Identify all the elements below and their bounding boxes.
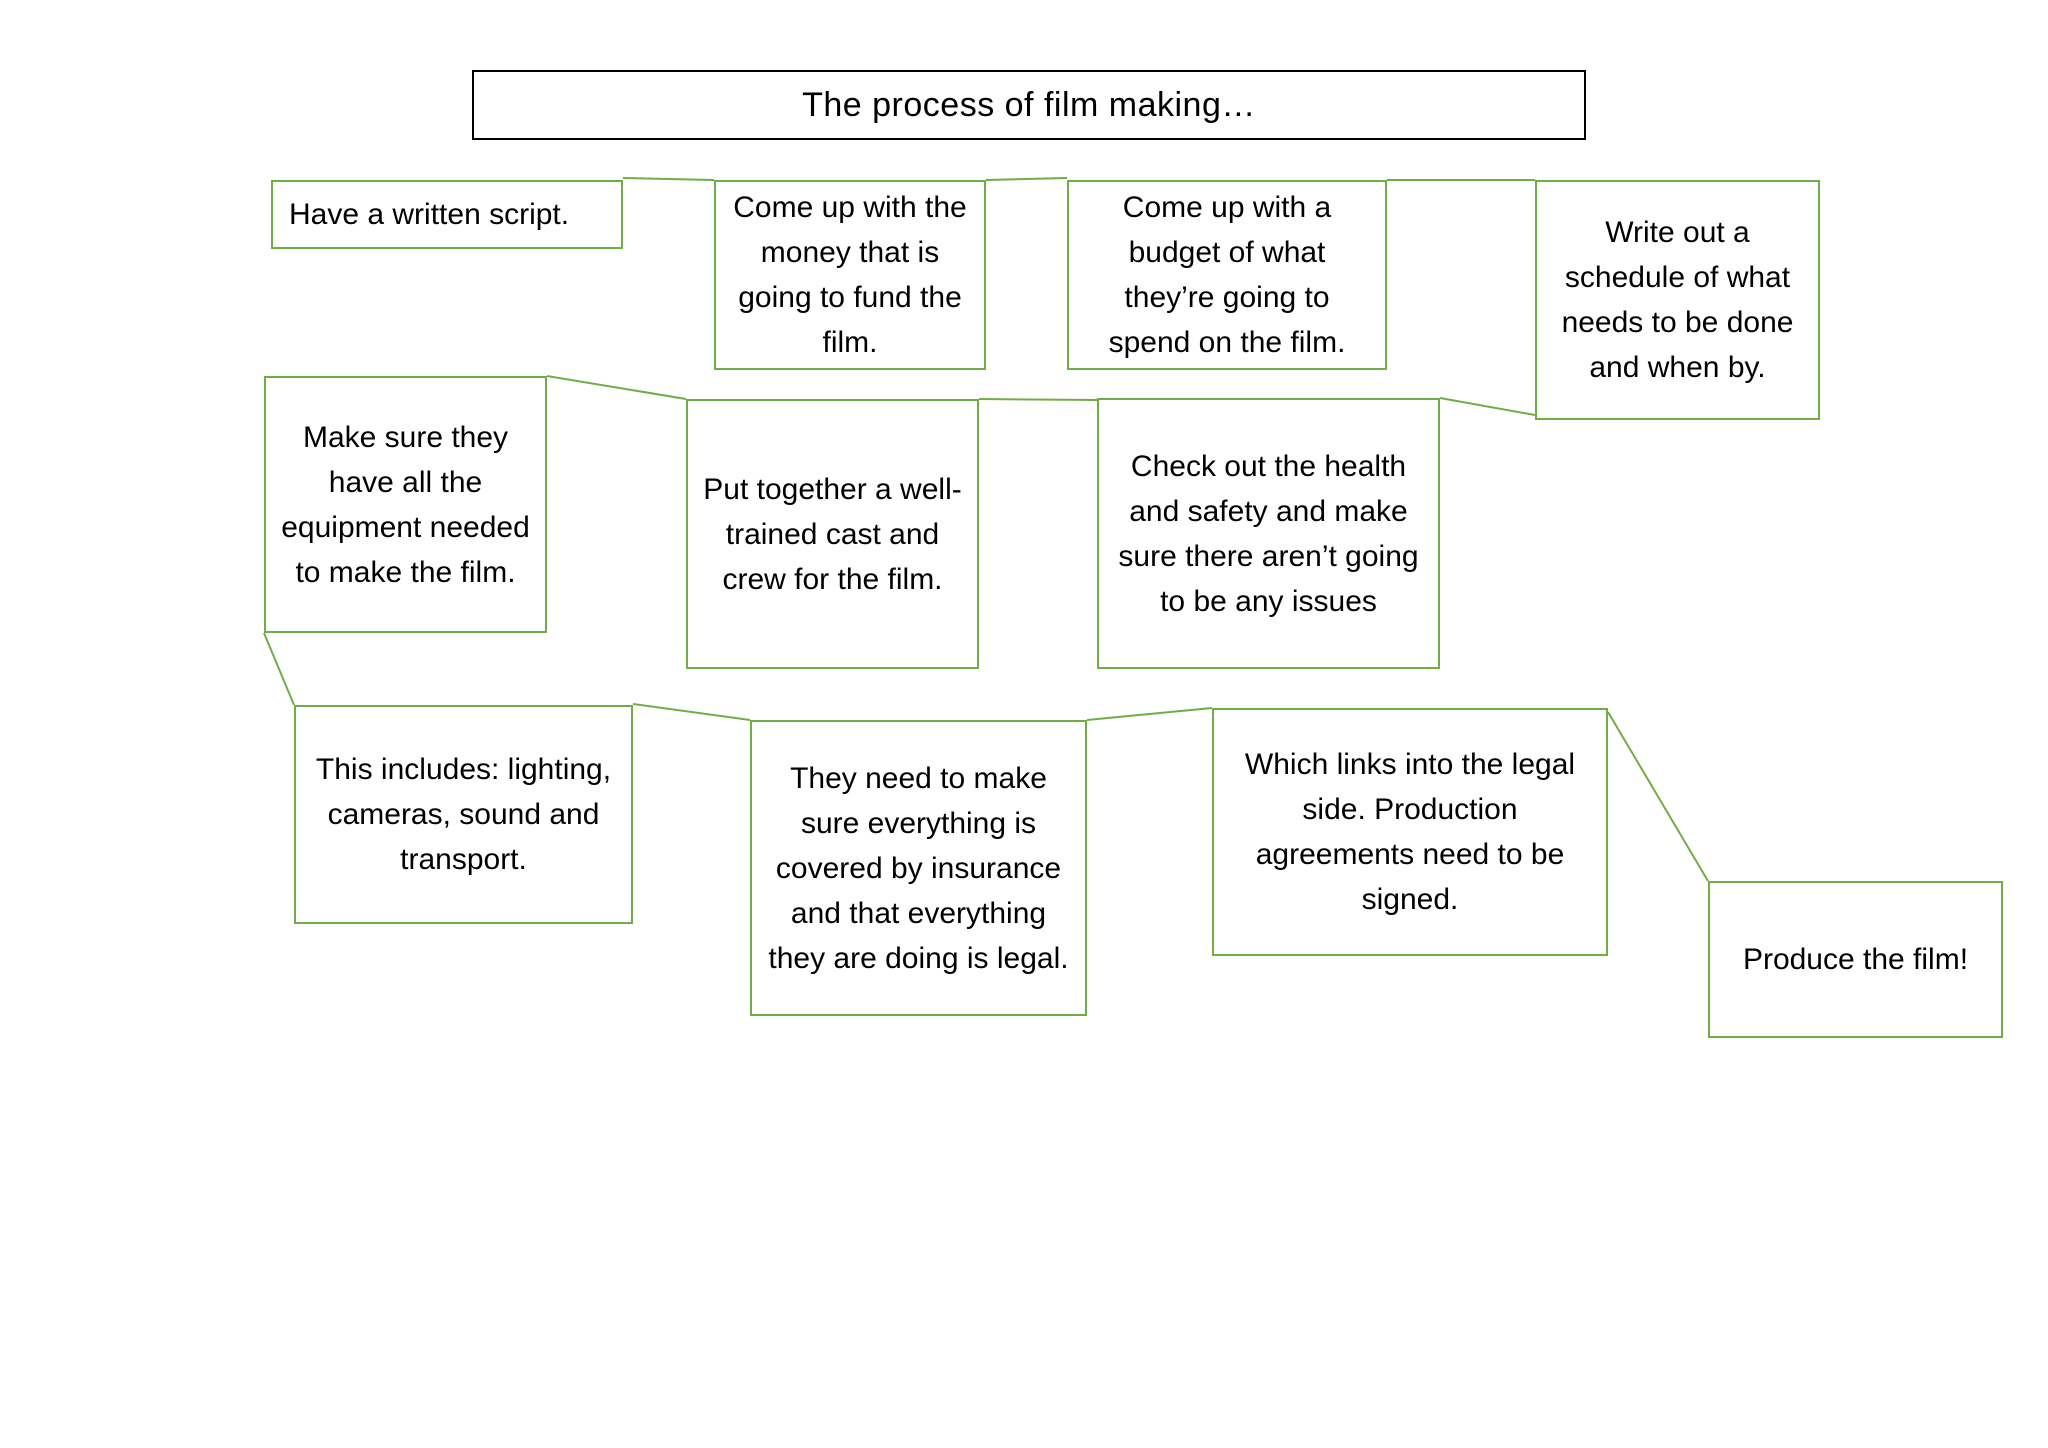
step-written-script: Have a written script. bbox=[271, 180, 623, 249]
step-equipment-includes: This includes: lighting, cameras, sound … bbox=[294, 705, 633, 924]
step-text: Check out the health and safety and make… bbox=[1118, 449, 1419, 618]
step-text: Come up with the money that is going to … bbox=[733, 191, 967, 359]
diagram-title: The process of film making… bbox=[472, 70, 1586, 140]
step-equipment: Make sure they have all the equipment ne… bbox=[264, 376, 547, 633]
step-text: This includes: lighting, cameras, sound … bbox=[315, 753, 612, 876]
step-produce-film: Produce the film! bbox=[1708, 881, 2003, 1038]
diagram-title-text: The process of film making… bbox=[802, 85, 1256, 124]
connector-s5-s8 bbox=[263, 632, 295, 706]
step-cast-crew: Put together a well-trained cast and cre… bbox=[686, 399, 979, 669]
step-insurance: They need to make sure everything is cov… bbox=[750, 720, 1087, 1016]
connector-s2-s3 bbox=[985, 177, 1068, 181]
step-text: Which links into the legal side. Product… bbox=[1244, 748, 1576, 916]
step-fund-money: Come up with the money that is going to … bbox=[714, 180, 986, 370]
connector-s7-s6 bbox=[978, 398, 1098, 401]
connector-s6-s5 bbox=[546, 375, 687, 400]
step-legal-agreements: Which links into the legal side. Product… bbox=[1212, 708, 1608, 956]
step-text: Come up with a budget of what they’re go… bbox=[1108, 191, 1346, 359]
step-health-safety: Check out the health and safety and make… bbox=[1097, 398, 1440, 669]
connector-s9-s10 bbox=[1086, 707, 1213, 721]
step-budget: Come up with a budget of what they’re go… bbox=[1067, 180, 1387, 370]
connector-s8-s9 bbox=[632, 703, 751, 721]
step-text: Have a written script. bbox=[289, 198, 570, 231]
connector-s4-s7 bbox=[1439, 397, 1536, 416]
connector-s10-s11 bbox=[1607, 711, 1709, 882]
step-text: Produce the film! bbox=[1742, 943, 1969, 976]
step-text: Make sure they have all the equipment ne… bbox=[281, 420, 530, 589]
step-text: Write out a schedule of what needs to be… bbox=[1561, 216, 1794, 384]
step-schedule: Write out a schedule of what needs to be… bbox=[1535, 180, 1820, 420]
connector-s1-s2 bbox=[622, 177, 715, 181]
step-text: They need to make sure everything is cov… bbox=[768, 761, 1069, 975]
step-text: Put together a well-trained cast and cre… bbox=[703, 472, 962, 596]
